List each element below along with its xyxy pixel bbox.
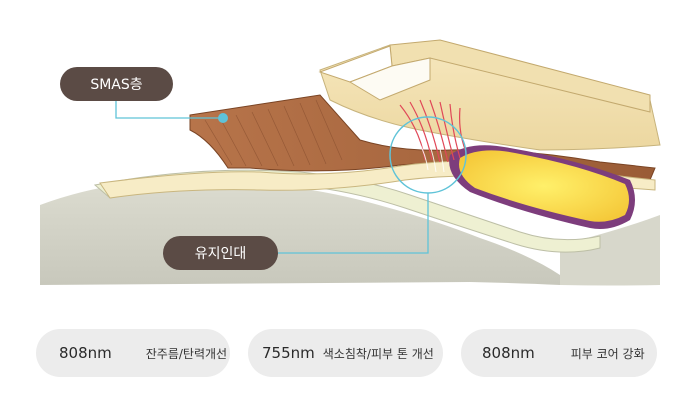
epidermis-step-2 bbox=[348, 57, 431, 101]
description: 피부 코어 강화 bbox=[570, 346, 645, 361]
smas-label: SMAS층 bbox=[60, 67, 173, 101]
fat-pad bbox=[459, 150, 629, 222]
info-pill-1: 808nm 잔주름/탄력개선 bbox=[36, 329, 230, 377]
ligament-pointer-line bbox=[278, 193, 429, 254]
description: 색소침착/피부 톤 개선 bbox=[322, 346, 434, 361]
wavelength: 808nm bbox=[59, 344, 112, 362]
ligament-fibers-white bbox=[417, 139, 445, 173]
smas-pointer-line bbox=[115, 100, 223, 119]
smas-fibers bbox=[204, 99, 343, 167]
info-pill-3: 808nm 피부 코어 강화 bbox=[461, 329, 657, 377]
smas-pointer-dot bbox=[218, 113, 228, 123]
ligament-fibers bbox=[399, 99, 467, 163]
ligament-label: 유지인대 bbox=[163, 236, 278, 270]
deep-tissue-right bbox=[560, 215, 660, 286]
info-pill-2: 755nm 색소침착/피부 톤 개선 bbox=[248, 329, 443, 377]
description: 잔주름/탄력개선 bbox=[145, 346, 228, 361]
wavelength: 755nm bbox=[262, 344, 315, 362]
ligament-label-text: 유지인대 bbox=[194, 246, 247, 262]
wavelength: 808nm bbox=[482, 344, 535, 362]
smas-label-text: SMAS층 bbox=[90, 77, 143, 93]
